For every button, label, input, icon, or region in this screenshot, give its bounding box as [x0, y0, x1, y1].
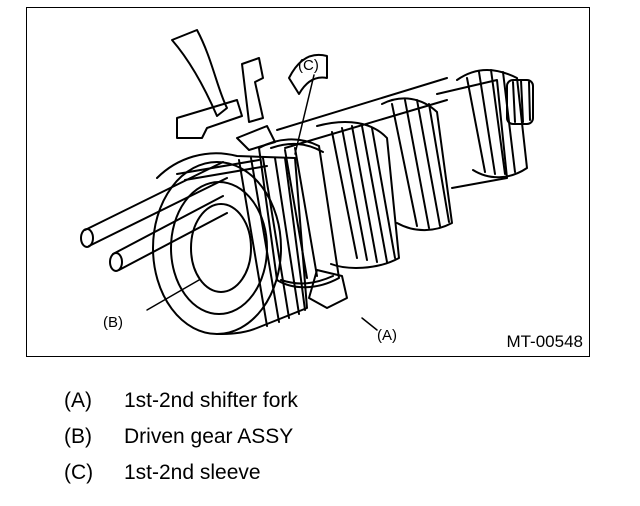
legend-text: 1st-2nd shifter fork: [124, 389, 298, 412]
legend-item: (A) 1st-2nd shifter fork: [64, 383, 584, 419]
callout-label-a: (A): [377, 327, 397, 344]
leader-line-b: [146, 279, 200, 311]
legend-item: (C) 1st-2nd sleeve: [64, 455, 584, 491]
legend-text: 1st-2nd sleeve: [124, 461, 261, 484]
figure-id: MT-00548: [506, 332, 583, 351]
legend-text: Driven gear ASSY: [124, 425, 294, 448]
legend-key: (B): [64, 425, 92, 448]
legend: (A) 1st-2nd shifter fork (B) Driven gear…: [64, 383, 584, 491]
legend-item: (B) Driven gear ASSY: [64, 419, 584, 455]
driven-gear-b: [152, 152, 308, 335]
gear-cluster: [316, 97, 453, 269]
leader-line-c: [294, 74, 315, 155]
transmission-illustration: [80, 29, 534, 335]
diagram-frame: (C) (B) (A) MT-00548: [26, 7, 590, 357]
callout-label-c: (C): [298, 57, 319, 74]
leader-line-a: [361, 317, 378, 331]
legend-key: (A): [64, 389, 92, 412]
output-shaft: [436, 69, 534, 189]
upper-forks: [171, 29, 328, 139]
callout-label-b: (B): [103, 314, 123, 331]
legend-key: (C): [64, 461, 94, 484]
leader-lines: [146, 74, 378, 331]
